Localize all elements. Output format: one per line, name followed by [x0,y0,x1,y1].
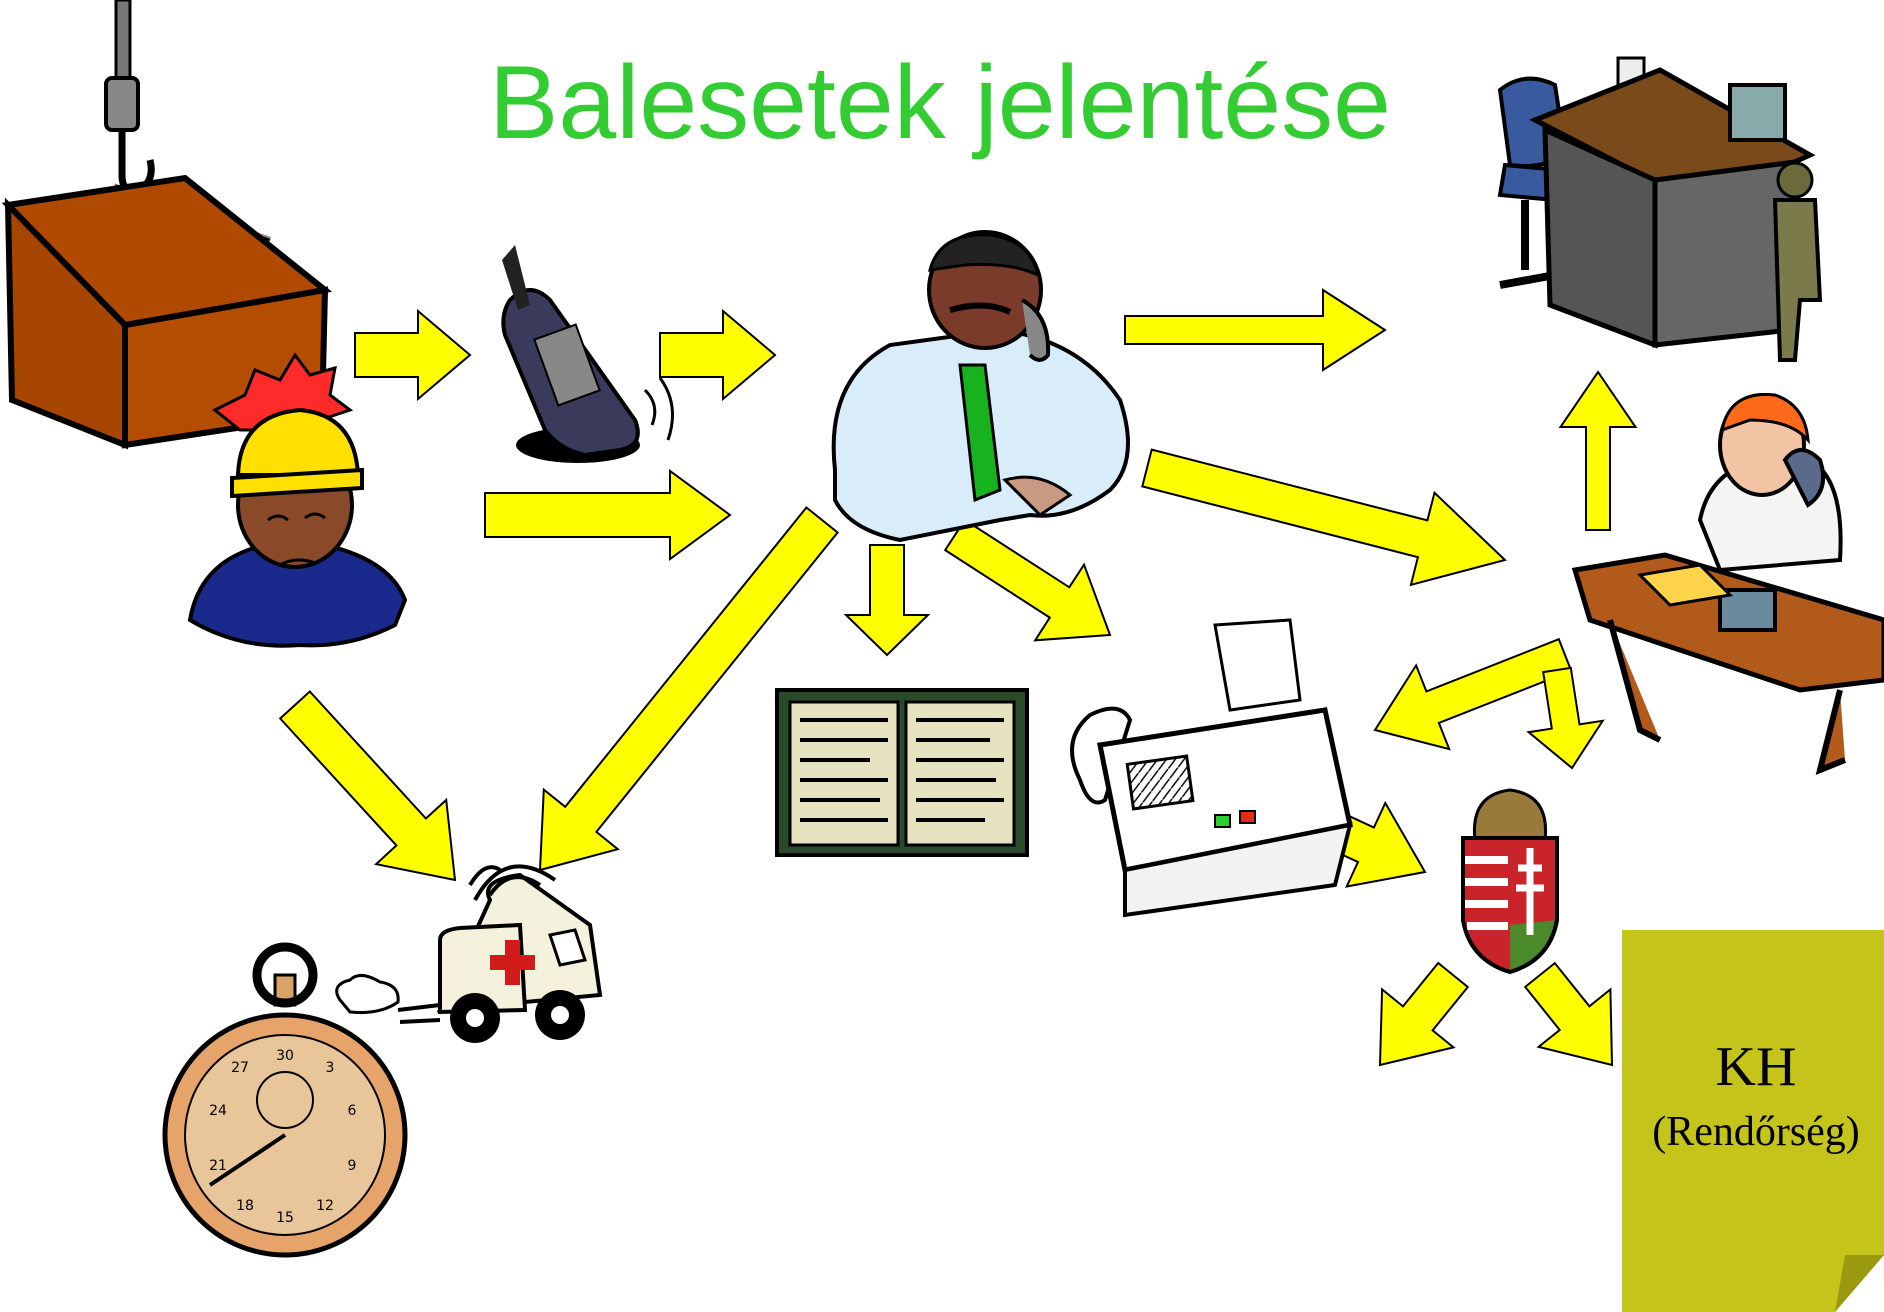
stopwatch-tick: 15 [276,1210,294,1226]
stopwatch-tick: 6 [348,1103,357,1119]
ambulance-icon [335,864,603,1043]
page-title: Balesetek jelentése [489,45,1391,161]
record-book-icon [775,688,1029,857]
flow-arrow [354,308,472,402]
flow-arrow [1141,448,1507,587]
stopwatch-tick: 9 [348,1158,357,1174]
manager-on-phone-icon [831,230,1130,543]
flow-arrow [1124,288,1387,372]
kh-note: KH (Rendőrség) [1622,930,1884,1312]
injured-worker-icon [187,352,408,648]
stopwatch-tick: 30 [276,1048,294,1064]
flow-arrow [659,308,777,402]
flow-arrow [1526,666,1605,770]
flow-arrow [943,518,1112,642]
man-at-desk-phone-icon [1571,392,1884,775]
kh-label: KH [1716,1036,1797,1098]
flow-arrow [1558,370,1638,531]
flow-arrow [1523,961,1614,1067]
office-desk-icon [1497,56,1823,362]
kh-sublabel: (Rendőrség) [1652,1109,1860,1155]
fax-machine-icon [1070,618,1353,918]
crane-crate-icon [1,0,333,450]
flow-arrow [484,469,732,561]
stopwatch-tick: 18 [236,1198,254,1214]
flow-arrows [278,288,1638,1067]
stopwatch-tick: 12 [316,1198,334,1214]
stopwatch-tick: 21 [209,1158,227,1174]
flow-arrow [843,544,931,657]
flow-arrow [278,690,457,882]
stopwatch-icon: 30 27 3 24 6 21 9 18 15 12 [162,942,408,1258]
stopwatch-tick: 27 [231,1060,249,1076]
stopwatch-tick: 24 [209,1103,227,1119]
stopwatch-tick: 3 [326,1060,335,1076]
flow-arrow [1378,961,1470,1067]
flow-arrow [538,506,840,872]
mobile-phone-icon [501,245,674,463]
hungarian-coat-of-arms-icon [1461,788,1559,975]
